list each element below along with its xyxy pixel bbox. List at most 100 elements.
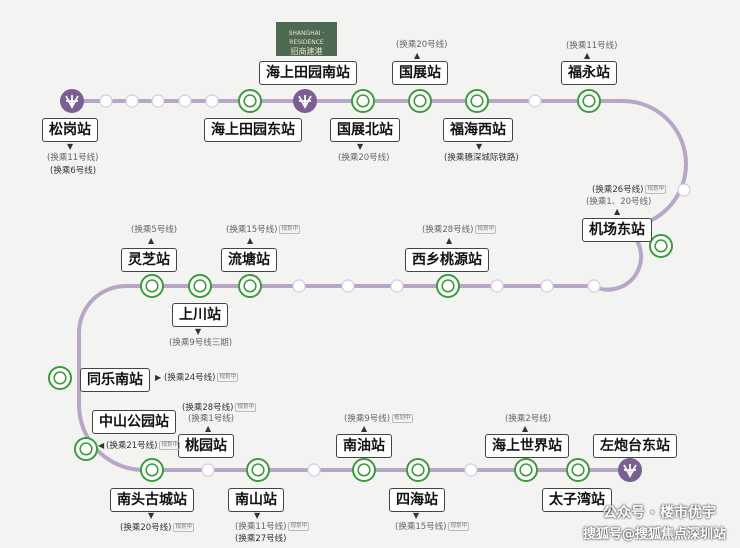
station-tongle-nan[interactable] [48,366,72,390]
station-nanshan[interactable] [246,458,270,482]
arrow-up-icon: ▲ [205,424,212,433]
station-label-xixiang-taoyuan[interactable]: 西乡桃源站 [405,248,489,272]
station-nantou-gucheng[interactable] [140,458,164,482]
transfer-nanyou: (换乘9号线)规划中 [344,414,413,425]
station-node[interactable] [178,94,192,108]
station-lingzhi[interactable] [140,274,164,298]
station-shangtian-dong[interactable] [238,89,262,113]
transfer-tongle: (换乘24号线)规划中 [164,373,238,384]
transfer-songgang-1: (换乘11号线) [47,153,99,163]
arrow-down-icon: ▼ [195,327,202,336]
transfer-icon [53,371,67,385]
station-songgang[interactable] [60,89,84,113]
station-node[interactable] [201,463,215,477]
transfer-nantou: (换乘20号线)规划中 [120,523,194,534]
station-guozhan-bei[interactable] [351,89,375,113]
station-node[interactable] [292,279,306,293]
transfer-zhongshan-text: (换乘21号线) [106,441,158,451]
station-label-lingzhi[interactable]: 灵芝站 [121,248,177,272]
arrow-down-icon: ▼ [476,142,483,151]
station-nanyou[interactable] [352,458,376,482]
transfer-guozhan-bei: (换乘20号线) [338,153,390,163]
station-node[interactable] [390,279,404,293]
station-node[interactable] [587,279,601,293]
transfer-icon [243,94,257,108]
arrow-down-icon: ▼ [254,511,261,520]
station-label-liutang[interactable]: 流塘站 [221,248,277,272]
station-node[interactable] [540,279,554,293]
transfer-nanshan-2: (换乘27号线) [235,534,287,544]
planning-tag: 规划中 [159,441,180,450]
station-label-guozhan[interactable]: 国展站 [392,61,448,85]
station-label-nanshan[interactable]: 南山站 [228,488,284,512]
station-label-fuyong[interactable]: 福永站 [561,61,617,85]
station-label-shangchuan[interactable]: 上川站 [172,303,228,327]
station-node[interactable] [677,183,691,197]
transfer-lingzhi: (换乘5号线) [131,225,178,235]
station-label-nantou-gucheng[interactable]: 南头古城站 [110,488,194,512]
transfer-icon [145,463,159,477]
transfer-icon [193,279,207,293]
station-zuopaotai-dong[interactable] [618,458,642,482]
station-label-haishang-shijie[interactable]: 海上世界站 [485,434,569,458]
station-jichang-dong[interactable] [649,234,673,258]
station-label-shangtian-nan[interactable]: 海上田园南站 [259,61,357,85]
transfer-taoyuan-1: (换乘28号线)规划中 [182,403,256,414]
station-fuhai-xi[interactable] [465,89,489,113]
transfer-icon [79,442,93,456]
station-label-fuhai-xi[interactable]: 福海西站 [443,118,513,142]
arrow-up-icon: ▲ [446,236,453,245]
station-node[interactable] [151,94,165,108]
transfer-icon [411,463,425,477]
station-sihai[interactable] [406,458,430,482]
station-label-zhongshan-gongyuan[interactable]: 中山公园站 [92,410,176,434]
station-node[interactable] [341,279,355,293]
transfer-guozhan: (换乘20号线) [396,40,448,50]
station-node[interactable] [528,94,542,108]
station-guozhan[interactable] [408,89,432,113]
station-label-jichang-dong[interactable]: 机场东站 [582,218,652,242]
station-node[interactable] [490,279,504,293]
station-liutang[interactable] [238,274,262,298]
station-node[interactable] [205,94,219,108]
planning-tag: 规划中 [217,373,238,382]
station-label-nanyou[interactable]: 南油站 [336,434,392,458]
transfer-tongle-text: (换乘24号线) [164,373,216,383]
station-node[interactable] [99,94,113,108]
transfer-sihai-text: (换乘15号线) [395,522,447,532]
station-taiziwan[interactable] [566,458,590,482]
transfer-nanyou-text: (换乘9号线) [344,414,391,424]
transfer-icon [441,279,455,293]
station-label-tongle-nan[interactable]: 同乐南站 [80,368,150,392]
transfer-fuyong: (换乘11号线) [566,41,618,51]
station-haishang-shijie[interactable] [514,458,538,482]
planning-tag: 规划中 [448,522,469,531]
planning-tag: 规划中 [235,403,256,412]
transfer-xixiang-text: (换乘28号线) [422,225,474,235]
station-shangtian-nan[interactable] [293,89,317,113]
station-shangchuan[interactable] [188,274,212,298]
station-node[interactable] [307,463,321,477]
transfer-nantou-text: (换乘20号线) [120,523,172,533]
transfer-nanshan-1-text: (换乘11号线) [235,522,287,532]
station-zhongshan-gongyuan[interactable] [74,437,98,461]
station-node[interactable] [464,463,478,477]
station-label-zuopaotai-dong[interactable]: 左炮台东站 [593,434,677,458]
station-label-songgang[interactable]: 松岗站 [42,118,98,142]
station-fuyong[interactable] [577,89,601,113]
logo-en: SHANGHAI · RESIDENCE [288,30,325,46]
transfer-liutang-text: (换乘15号线) [226,225,278,235]
planning-tag: 规划中 [173,523,194,532]
station-label-taiziwan[interactable]: 太子湾站 [542,488,612,512]
station-label-shangtian-dong[interactable]: 海上田园东站 [204,118,302,142]
arrow-left-icon: ◀ [98,441,105,450]
transfer-icon [357,463,371,477]
station-label-taoyuan[interactable]: 桃园站 [178,434,234,458]
station-xixiang-taoyuan[interactable] [436,274,460,298]
station-label-guozhan-bei[interactable]: 国展北站 [330,118,400,142]
transfer-icon [470,94,484,108]
station-node[interactable] [125,94,139,108]
station-label-sihai[interactable]: 四海站 [389,488,445,512]
transfer-zhongshan: (换乘21号线)规划中 [106,441,180,452]
logo: SHANGHAI · RESIDENCE 招商建港 [276,22,337,56]
